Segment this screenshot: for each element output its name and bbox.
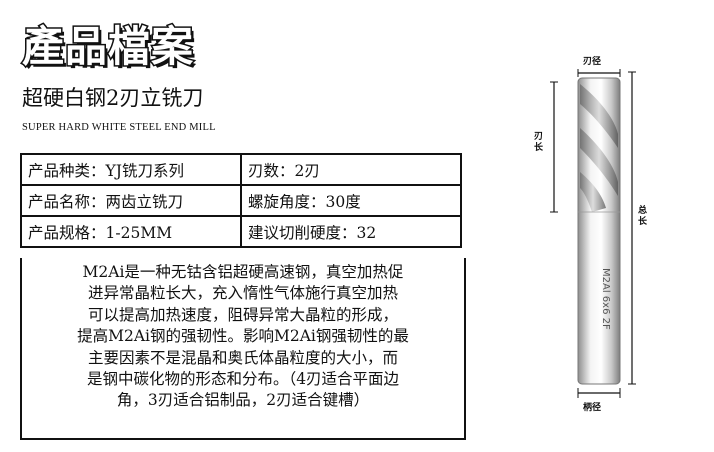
spec-product-name: 产品名称：两齿立铣刀 bbox=[20, 184, 242, 217]
description-line: 进异常晶粒长大，充入惰性气体施行真空加热 bbox=[87, 284, 398, 303]
description-line: 提高M2Ai钢的强韧性。影响M2Ai钢强韧性的最 bbox=[77, 327, 409, 346]
shank-diameter-label: 柄径 bbox=[583, 403, 602, 413]
flute-2 bbox=[580, 128, 618, 196]
total-length-label: 总长 bbox=[638, 206, 648, 227]
description-line: 是钢中碳化物的形态和分布。（4刃适合平面边 bbox=[86, 370, 400, 389]
spec-cutting-hardness: 建议切削硬度：32 bbox=[240, 215, 462, 248]
product-english-title: SUPER HARD WHITE STEEL END MILL bbox=[22, 122, 216, 133]
spec-product-type: 产品种类：YJ铣刀系列 bbox=[20, 153, 242, 186]
blade-diameter-label: 刃径 bbox=[583, 57, 602, 67]
spec-product-size: 产品规格：1-25MM bbox=[20, 215, 242, 248]
shank-marking: M2Al 6x6 2F bbox=[600, 268, 611, 330]
end-mill-diagram: M2Al 6x6 2F 刃径 刃长 总长 柄径 bbox=[520, 48, 700, 448]
material-description: M2Ai是一种无钴含铝超硬高速钢，真空加热促 进异常晶粒长大，充入惰性气体施行真… bbox=[20, 258, 466, 440]
product-subtitle: 超硬白钢2刃立铣刀 bbox=[22, 86, 204, 110]
spec-table: 产品种类：YJ铣刀系列 刃数：2刃 产品名称：两齿立铣刀 螺旋角度：30度 产品… bbox=[20, 153, 462, 248]
flute-1 bbox=[580, 84, 618, 148]
description-line: M2Ai是一种无钴含铝超硬高速钢，真空加热促 bbox=[82, 263, 404, 281]
blade-length-label: 刃长 bbox=[534, 132, 544, 153]
end-mill-drawing: M2Al 6x6 2F bbox=[550, 69, 636, 398]
description-line: 角，3刃适合铝制品，2刃适合键槽） bbox=[116, 391, 370, 410]
spec-helix-angle: 螺旋角度：30度 bbox=[240, 184, 462, 217]
flute-3 bbox=[580, 172, 606, 212]
table-row: 产品名称：两齿立铣刀 螺旋角度：30度 bbox=[20, 184, 462, 217]
table-row: 产品规格：1-25MM 建议切削硬度：32 bbox=[20, 215, 462, 248]
description-line: 主要因素不是混晶和奥氏体晶粒度的大小，而 bbox=[87, 348, 398, 367]
description-line: 可以提高加热速度，阻碍异常大晶粒的形成， bbox=[87, 305, 398, 324]
table-row: 产品种类：YJ铣刀系列 刃数：2刃 bbox=[20, 153, 462, 186]
spec-flute-count: 刃数：2刃 bbox=[240, 153, 462, 186]
page-banner-title: 產品檔案 bbox=[20, 22, 195, 71]
